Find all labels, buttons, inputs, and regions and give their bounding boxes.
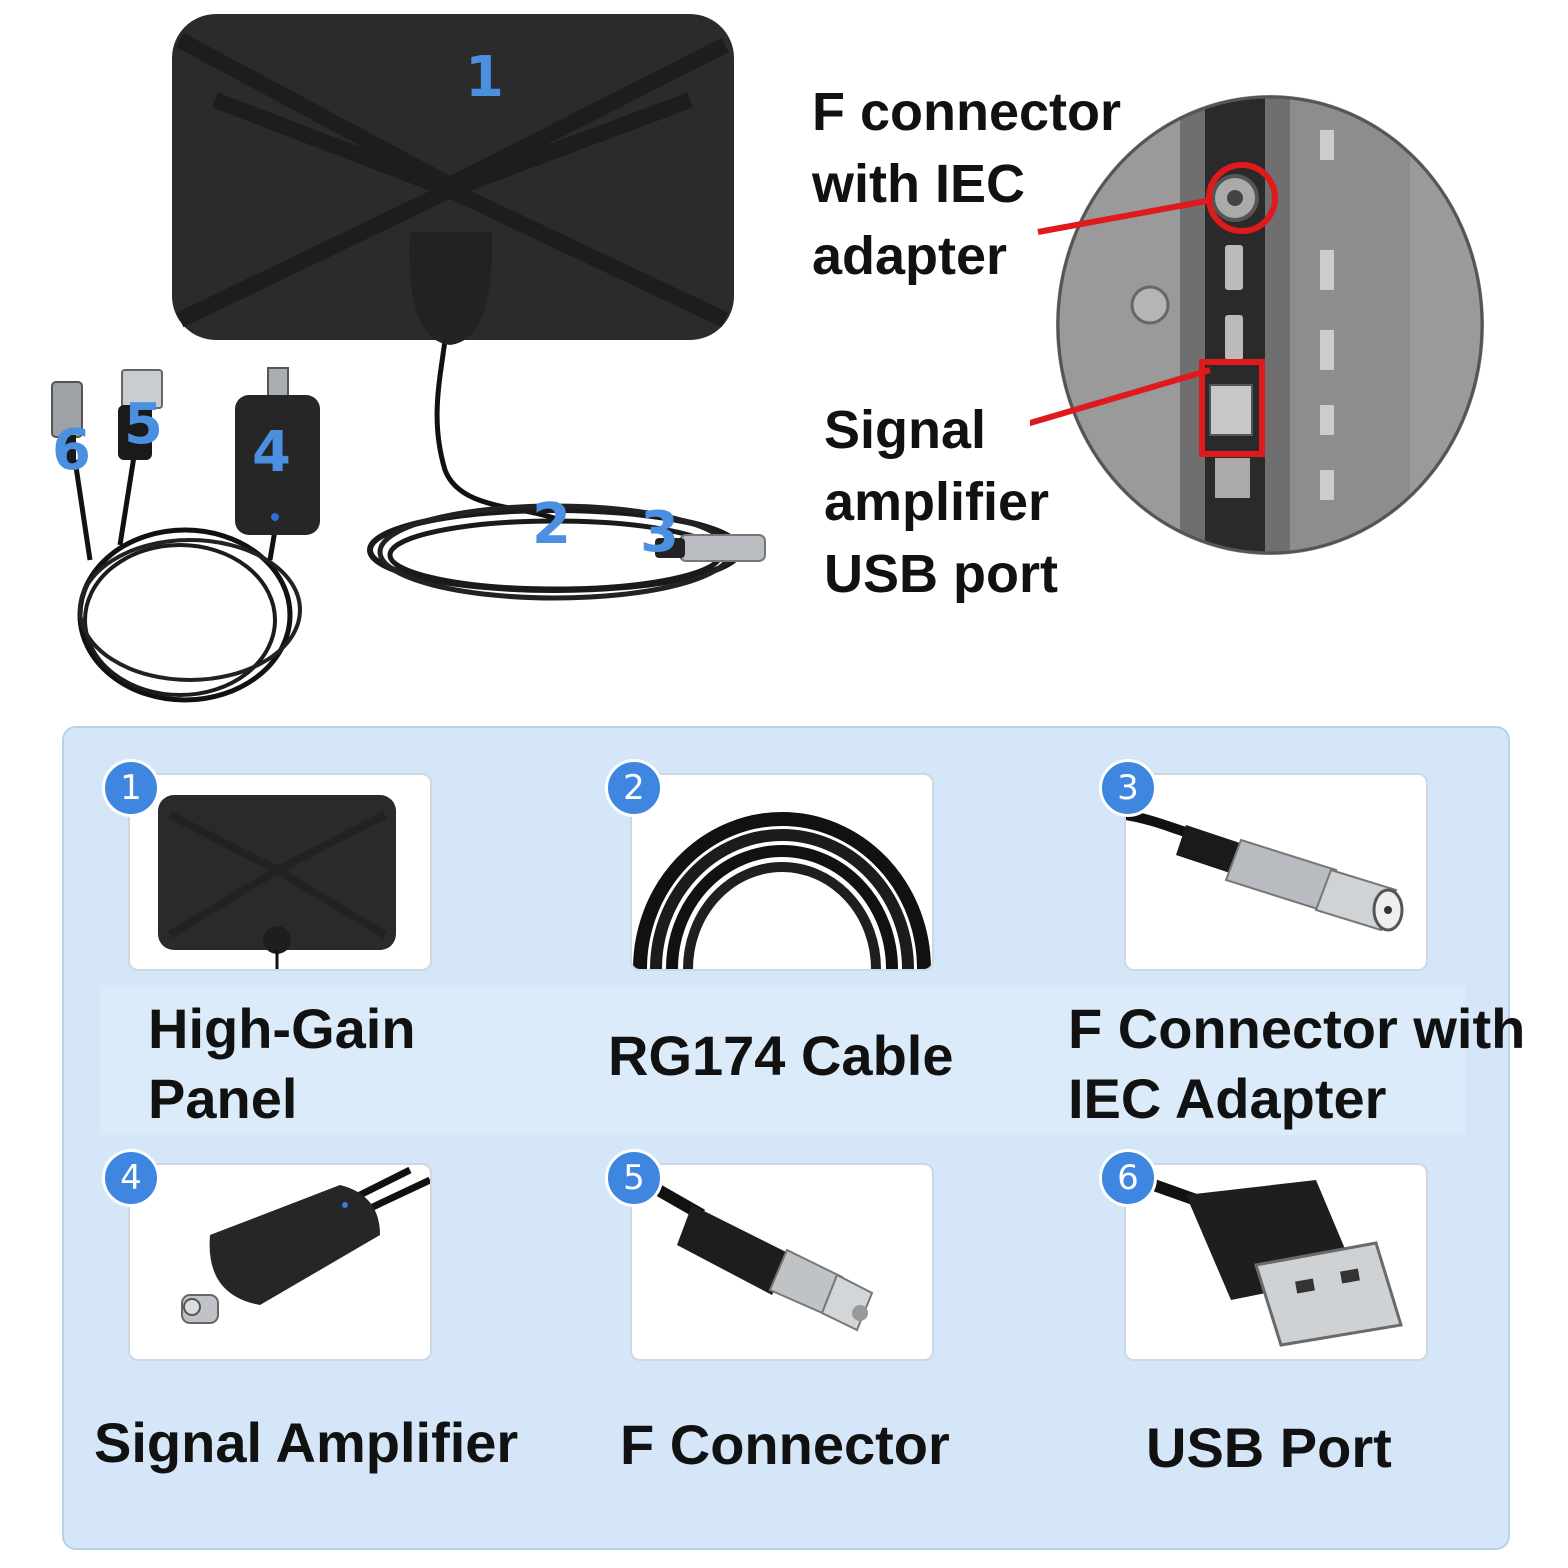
component-card-2: [630, 773, 934, 971]
label-signal-amplifier: Signal Amplifier: [94, 1411, 519, 1474]
badge-1: 1: [102, 759, 160, 817]
coiled-cable-icon: [633, 812, 931, 969]
hero-number-3: 3: [640, 500, 679, 565]
badge-2: 2: [605, 759, 663, 817]
hero-number-6: 6: [52, 418, 91, 483]
callout-f-connector: F connector with IEC adapter: [812, 82, 1122, 286]
component-card-4: [128, 1163, 432, 1361]
hero-number-2: 2: [532, 492, 571, 557]
label-f-connector-iec: F Connector with IEC Adapter: [1068, 997, 1526, 1130]
f-connector-icon: [632, 1169, 874, 1332]
badge-6: 6: [1099, 1149, 1157, 1207]
callout-pointer-lines: [1030, 197, 1213, 427]
label-rg174-cable: RG174 Cable: [608, 1024, 954, 1087]
iec-adapter-connector-icon: [1126, 810, 1404, 932]
usb-plug-icon: [1126, 1169, 1403, 1347]
component-card-3: [1124, 773, 1428, 971]
antenna-kit-illustration: [51, 14, 766, 703]
hero-number-5: 5: [124, 392, 163, 457]
callout-usb-port: Signal amplifier USB port: [824, 400, 1058, 604]
labels-band: [100, 985, 1465, 1135]
label-high-gain-panel: High-Gain Panel: [148, 997, 416, 1130]
badge-4: 4: [102, 1149, 160, 1207]
component-card-1: [128, 773, 432, 971]
badge-3: 3: [1099, 759, 1157, 817]
flat-panel-antenna-icon: [158, 795, 396, 969]
badge-5: 5: [605, 1149, 663, 1207]
component-card-6: [1124, 1163, 1428, 1361]
component-card-5: [630, 1163, 934, 1361]
label-usb-port: USB Port: [1146, 1416, 1392, 1479]
signal-amplifier-icon: [181, 1166, 430, 1324]
hero-number-1: 1: [465, 45, 504, 110]
hero-number-4: 4: [252, 420, 291, 485]
label-f-connector: F Connector: [620, 1413, 950, 1476]
